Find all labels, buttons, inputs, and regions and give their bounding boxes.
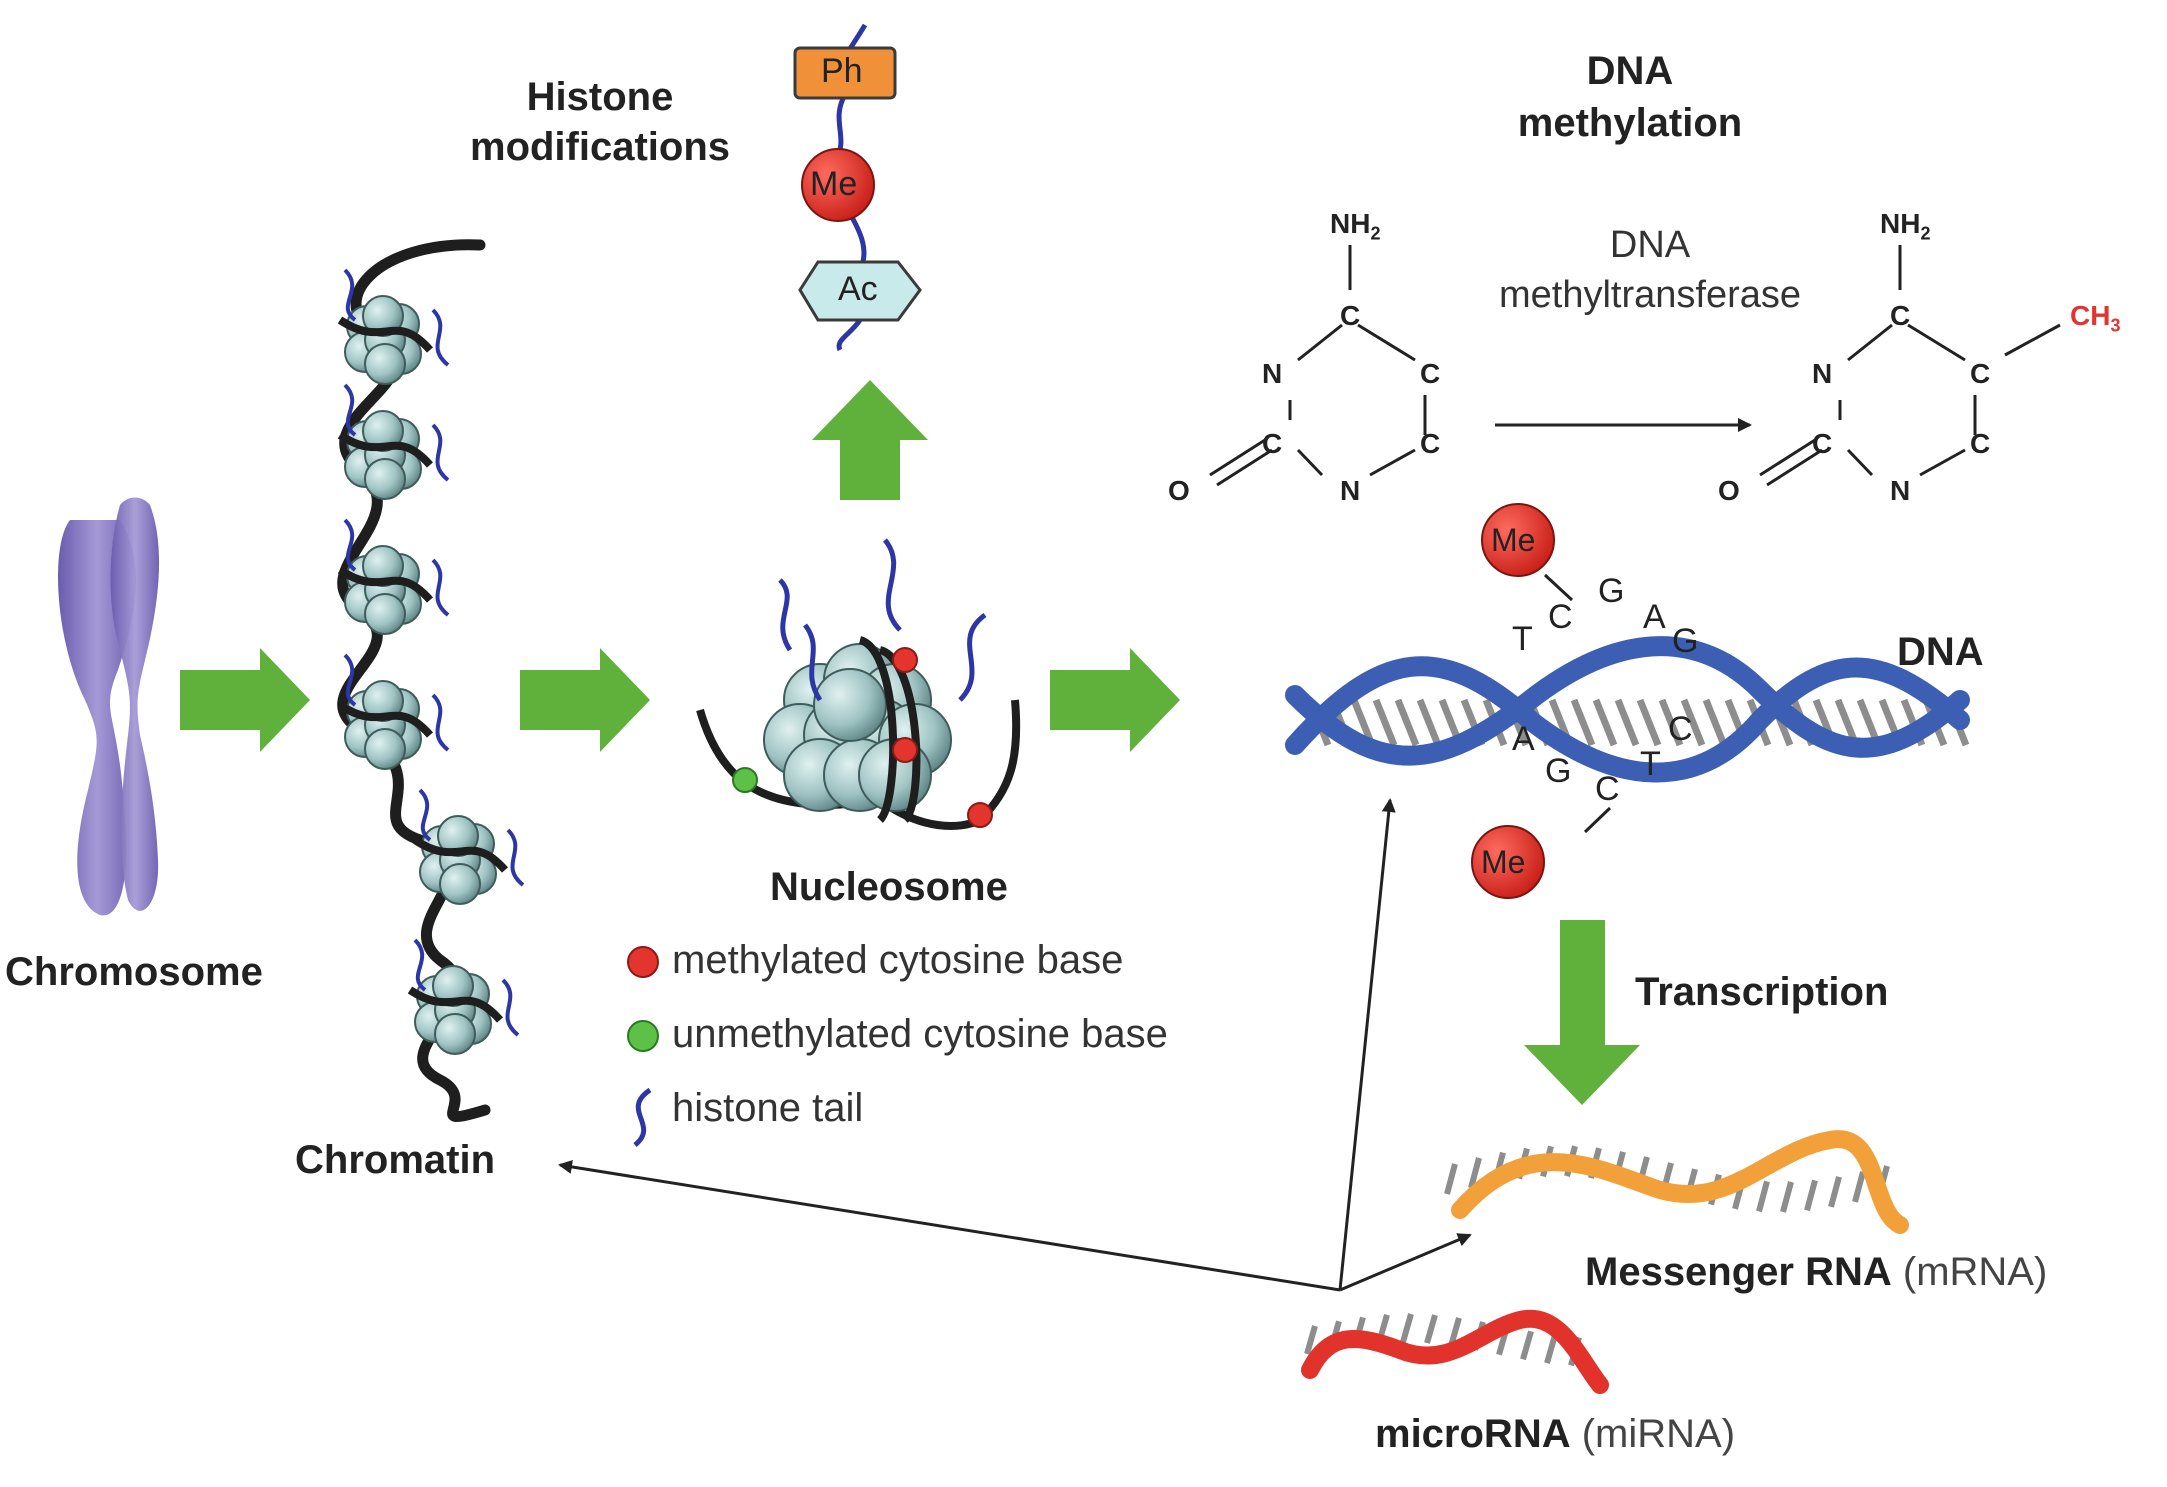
histone-modifications-icon <box>793 23 922 352</box>
mirna-regulation-arrows <box>558 798 1472 1292</box>
base-bottom-4: C <box>1668 710 1693 748</box>
arrow-transcription <box>1524 920 1640 1105</box>
base-top-4: G <box>1672 622 1699 660</box>
methylcytosine-c2: C <box>1812 428 1833 459</box>
chromatin-nucleosome-icon <box>412 788 525 905</box>
base-top-1: C <box>1548 598 1573 636</box>
arrow-nucleosome-to-histone-modifications <box>812 380 928 500</box>
ph-text: Ph <box>821 52 863 90</box>
green-dot-icon <box>627 1020 659 1052</box>
chromosome-icon <box>58 497 160 916</box>
legend-item-histone-tail: histone tail <box>672 1086 863 1131</box>
methylcytosine-structure <box>1759 245 2061 487</box>
methylcytosine-c6: C <box>1970 428 1991 459</box>
legend-label-histone-tail: histone tail <box>672 1086 864 1130</box>
mrna-label-bold: Messenger RNA <box>1585 1250 1892 1294</box>
mirna-label-paren: (miRNA) <box>1581 1412 1736 1456</box>
methylcytosine-o: O <box>1718 475 1740 506</box>
chromatin-nucleosome-icon <box>407 938 520 1055</box>
dna-methyl-badge-top <box>1481 503 1555 577</box>
dna-me-bottom-text: Me <box>1481 844 1526 880</box>
methylation-badge <box>801 148 875 222</box>
cytosine-c2: C <box>1262 428 1283 459</box>
nucleosome-icon <box>696 538 1021 830</box>
dna-methylation-line2: methylation <box>1517 101 1743 145</box>
mirna-label: microRNA (miRNA) <box>1375 1412 1735 1457</box>
acetylation-badge <box>798 260 922 322</box>
cytosine-c5: C <box>1420 358 1441 389</box>
cytosine-o: O <box>1168 475 1190 506</box>
legend-label-unmethylated: unmethylated cytosine base <box>672 1012 1168 1056</box>
histone-modifications-label: Histone modifications <box>470 72 730 172</box>
mirna-label-bold: microRNA <box>1375 1412 1571 1456</box>
methylcytosine-n3: N <box>1812 358 1833 389</box>
base-top-3: A <box>1643 598 1666 636</box>
methylcytosine-c4: C <box>1890 300 1911 331</box>
mirna-icon <box>1301 1309 1609 1394</box>
phosphorylation-badge <box>793 46 897 100</box>
dna-methylation-label: DNA methylation <box>1490 45 1770 149</box>
base-bottom-2: C <box>1595 770 1620 808</box>
chromatin-nucleosome-icon <box>337 653 450 770</box>
legend-label-methylated: methylated cytosine base <box>672 938 1124 982</box>
methylcytosine-c5: C <box>1970 358 1991 389</box>
cytosine-n1: N <box>1340 475 1361 506</box>
chromatin-nucleosome-icon <box>337 518 450 635</box>
dna-methyltransferase-line2: methyltransferase <box>1498 274 1801 316</box>
mrna-icon <box>1444 1130 1909 1234</box>
chromatin-nucleosome-icon <box>337 383 450 500</box>
dna-me-top-text: Me <box>1491 522 1536 558</box>
base-top-0: T <box>1512 620 1533 658</box>
chromatin-label: Chromatin <box>295 1138 495 1182</box>
base-top-2: G <box>1598 572 1625 610</box>
cytosine-c4: C <box>1340 300 1361 331</box>
cytosine-nh2: NH2 <box>1330 208 1381 244</box>
mrna-label-paren: (mRNA) <box>1902 1250 2048 1294</box>
arrow-chromatin-to-nucleosome <box>520 648 650 752</box>
me-text: Me <box>810 165 858 203</box>
base-bottom-3: T <box>1640 745 1661 783</box>
dna-methylation-line1: DNA <box>1586 49 1674 93</box>
histone-tail-icon <box>633 1087 652 1147</box>
dna-label: DNA <box>1897 630 1984 674</box>
mrna-label: Messenger RNA (mRNA) <box>1585 1250 2047 1295</box>
nucleosome-label: Nucleosome <box>770 865 1008 909</box>
ac-text: Ac <box>838 270 878 308</box>
methylcytosine-ch3: CH3 <box>2070 300 2121 336</box>
dna-methyltransferase-label: DNA methyltransferase <box>1450 220 1850 320</box>
methylcytosine-n1: N <box>1890 475 1911 506</box>
transcription-label: Transcription <box>1635 970 1889 1014</box>
cytosine-n3: N <box>1262 358 1283 389</box>
base-bottom-1: G <box>1545 752 1572 790</box>
red-dot-icon <box>627 946 659 978</box>
methylcytosine-nh2: NH2 <box>1880 208 1931 244</box>
arrow-chromosome-to-chromatin <box>180 648 310 752</box>
legend-item-unmethylated: unmethylated cytosine base <box>672 1012 1168 1057</box>
chromatin-icon <box>337 239 525 1123</box>
histone-modifications-line1: Histone <box>526 75 674 119</box>
cytosine-structure <box>1209 245 1427 487</box>
base-bottom-0: A <box>1512 720 1535 758</box>
dna-helix-icon <box>1285 573 1970 834</box>
chromosome-label: Chromosome <box>5 950 263 994</box>
legend-item-methylated: methylated cytosine base <box>672 938 1123 983</box>
dna-methyltransferase-line1: DNA <box>1609 224 1691 266</box>
cytosine-c6: C <box>1420 428 1441 459</box>
dna-methyl-badge-bottom <box>1471 825 1545 899</box>
chromatin-nucleosome-icon <box>337 268 450 385</box>
histone-modifications-line2: modifications <box>470 125 731 169</box>
arrow-nucleosome-to-dna <box>1050 648 1180 752</box>
